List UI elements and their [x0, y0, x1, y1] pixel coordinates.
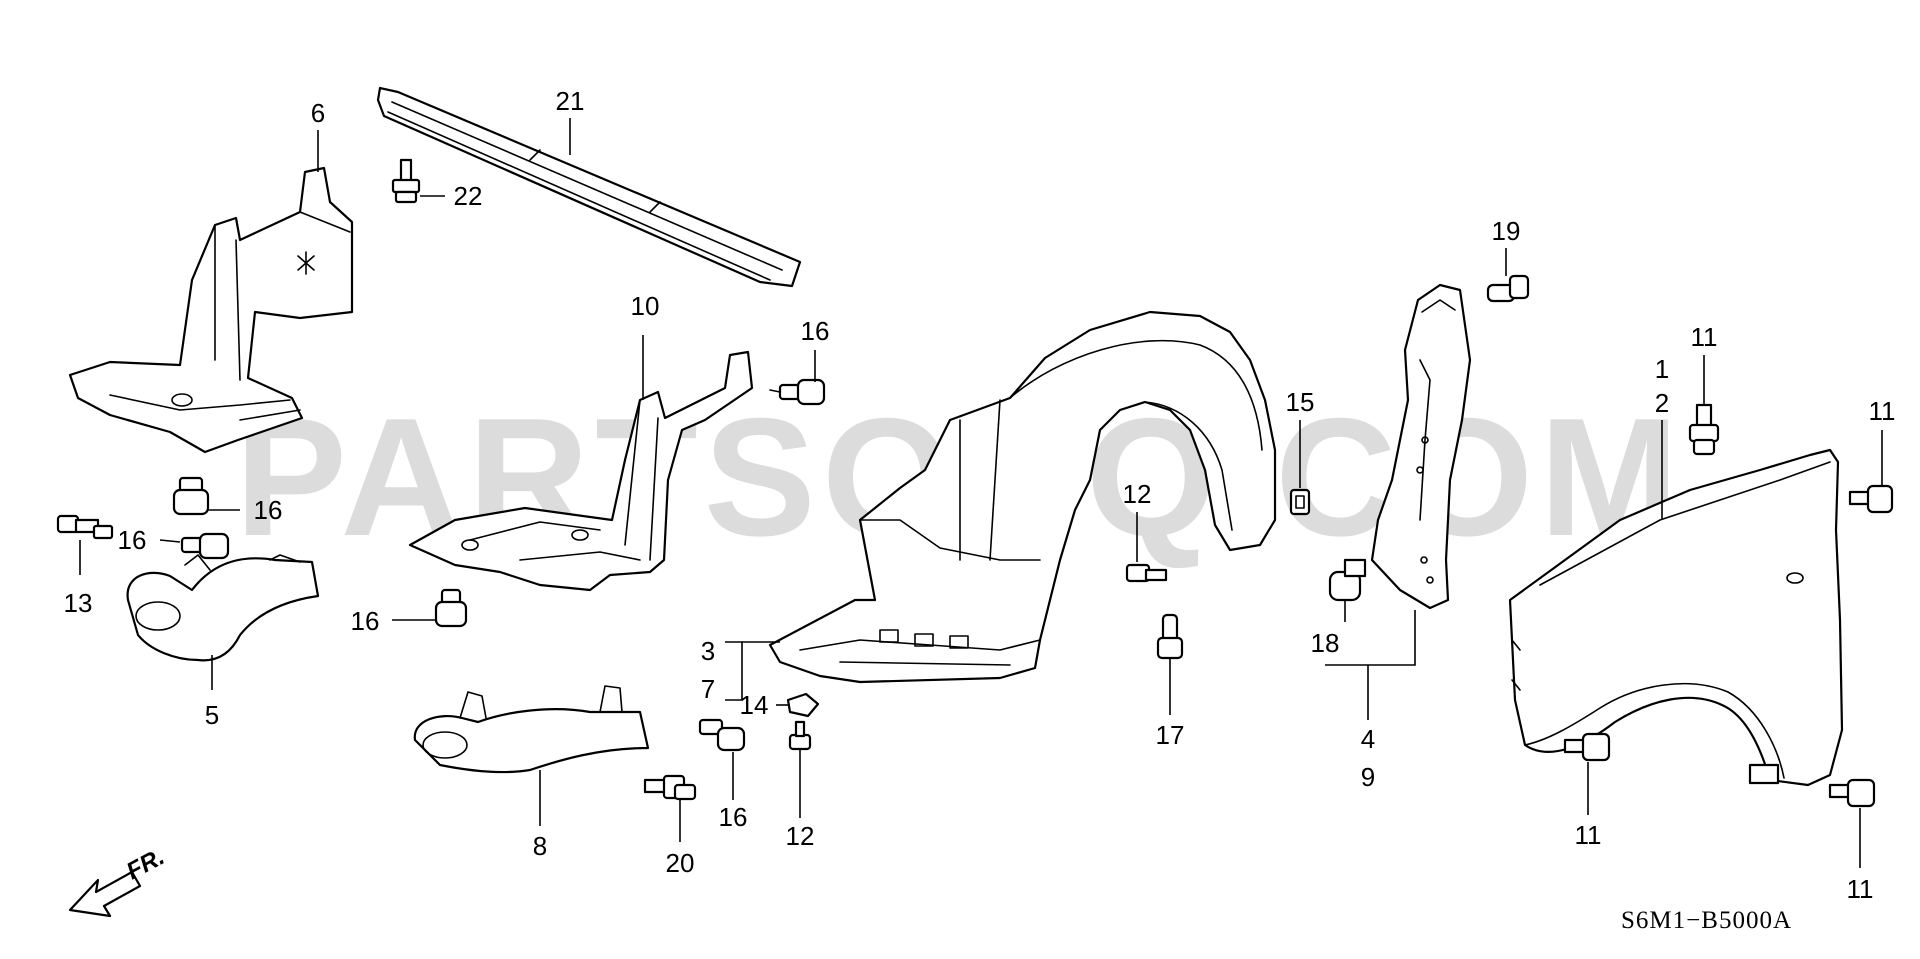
part-16-clip-b[interactable]: [172, 476, 210, 516]
callout-13: 13: [64, 588, 93, 618]
part-18-bolt[interactable]: [1328, 558, 1367, 602]
callout-4: 4: [1361, 724, 1375, 754]
callout-16-d: 16: [351, 606, 380, 636]
callout-7: 7: [701, 674, 715, 704]
callouts: 21 22 6 10 16 16 16 13 5 16 3 7 14 16 20…: [64, 86, 1896, 904]
callout-12-b: 12: [786, 821, 815, 851]
callout-9: 9: [1361, 762, 1375, 792]
part-20-bolt[interactable]: [643, 774, 697, 801]
part-14-nut[interactable]: [786, 692, 820, 718]
callout-1: 1: [1655, 354, 1669, 384]
callout-11-a: 11: [1691, 322, 1718, 352]
callout-10: 10: [631, 291, 660, 321]
part-3-7-fender-liner[interactable]: [768, 310, 1277, 684]
callout-14: 14: [740, 690, 769, 720]
callout-3: 3: [701, 636, 715, 666]
callout-22: 22: [454, 181, 483, 211]
part-21-panel-strip[interactable]: [376, 86, 802, 288]
part-16-clip-e[interactable]: [698, 718, 746, 752]
part-12-screw-b[interactable]: [788, 720, 812, 751]
part-5-air-duct[interactable]: [126, 554, 320, 662]
part-10-splash-shield-middle[interactable]: [408, 350, 754, 592]
callout-17: 17: [1156, 720, 1185, 750]
part-16-clip-a[interactable]: [769, 378, 826, 406]
callout-2: 2: [1655, 388, 1669, 418]
part-11-bolt-d[interactable]: [1828, 778, 1876, 808]
callout-5: 5: [205, 700, 219, 730]
part-11-bolt-c[interactable]: [1563, 732, 1611, 762]
part-13-bolt[interactable]: [56, 514, 114, 540]
callout-8: 8: [533, 831, 547, 861]
diagram-code: S6M1−B5000A: [1621, 907, 1792, 934]
callout-19: 19: [1492, 216, 1521, 246]
callout-16-b: 16: [254, 495, 283, 525]
part-6-splash-shield-upper[interactable]: [68, 166, 354, 454]
callout-12-a: 12: [1123, 479, 1152, 509]
callout-11-c: 11: [1575, 820, 1602, 850]
part-17-clip[interactable]: [1156, 613, 1184, 660]
part-4-9-fender-bracket[interactable]: [1370, 283, 1472, 610]
part-12-screw-a[interactable]: [1125, 563, 1168, 583]
part-22-bolt[interactable]: [391, 158, 421, 204]
front-direction-arrow: FR.: [68, 843, 169, 918]
callout-21: 21: [556, 86, 585, 116]
callout-11-d: 11: [1847, 874, 1874, 904]
callout-20: 20: [666, 848, 695, 878]
callout-15: 15: [1286, 387, 1315, 417]
fr-arrow-icon: [68, 870, 142, 918]
callout-11-b: 11: [1869, 396, 1896, 426]
callout-16-a: 16: [801, 316, 830, 346]
callout-6: 6: [311, 98, 325, 128]
part-19-clip[interactable]: [1486, 274, 1530, 303]
callout-18: 18: [1311, 628, 1340, 658]
part-11-bolt-a[interactable]: [1688, 403, 1720, 456]
part-11-bolt-b[interactable]: [1848, 484, 1894, 514]
leader-lines: [79, 118, 1883, 868]
callout-16-c: 16: [118, 525, 147, 555]
part-8-air-duct-lower[interactable]: [413, 685, 650, 774]
part-16-clip-d[interactable]: [434, 588, 468, 628]
part-15-clip-nut[interactable]: [1289, 488, 1311, 516]
callout-16-e: 16: [719, 802, 748, 832]
part-16-clip-c[interactable]: [180, 532, 230, 560]
